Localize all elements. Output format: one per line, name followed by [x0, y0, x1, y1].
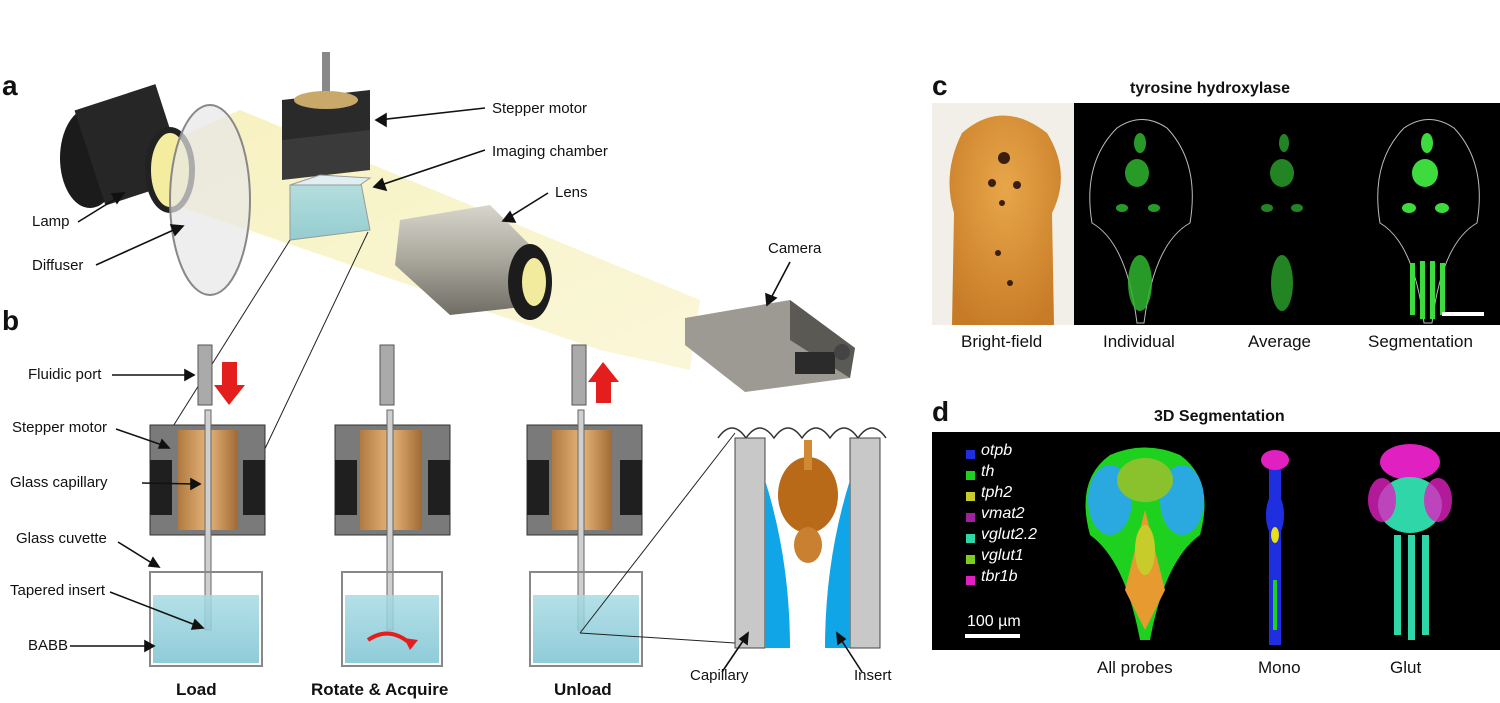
- label-insert: Insert: [854, 667, 892, 684]
- average-image: [1261, 134, 1303, 311]
- label-lens: Lens: [555, 184, 588, 201]
- label-tapered-insert: Tapered insert: [10, 582, 106, 599]
- label-stepper-motor-b: Stepper motor: [12, 419, 108, 436]
- legend-swatch-tbr1b: [966, 576, 975, 585]
- label-stepper-motor-a: Stepper motor: [492, 100, 588, 117]
- step-rotate-acquire: Rotate & Acquire: [311, 680, 449, 699]
- label-imaging-chamber: Imaging chamber: [492, 143, 608, 160]
- load-arrow-down-icon: [214, 362, 245, 405]
- legend-swatch-th: [966, 471, 975, 480]
- scale-bar-c: [1442, 312, 1484, 316]
- panel-a-letter: a: [2, 70, 18, 101]
- all-probes-rendering: [1085, 447, 1205, 640]
- unload-arrow-up-icon: [588, 362, 619, 403]
- panel-d-letter: d: [932, 396, 950, 427]
- label-diffuser: Diffuser: [32, 257, 84, 274]
- label-camera: Camera: [768, 240, 822, 257]
- glut-rendering: [1368, 444, 1452, 640]
- setup-illustration: [60, 52, 887, 673]
- mono-rendering: [1261, 450, 1289, 645]
- legend-swatch-tph2: [966, 492, 975, 501]
- legend-vglut1: vglut1: [981, 547, 1024, 564]
- caption-all-probes: All probes: [1097, 658, 1173, 677]
- legend-tbr1b: tbr1b: [981, 568, 1018, 585]
- label-glass-cuvette: Glass cuvette: [16, 530, 107, 547]
- label-lamp: Lamp: [32, 213, 70, 230]
- larva-specimen: [778, 457, 838, 533]
- holder-rotate: [334, 344, 451, 667]
- legend-tph2: tph2: [981, 484, 1013, 501]
- step-unload: Unload: [554, 680, 612, 699]
- caption-average: Average: [1248, 332, 1312, 351]
- camera-icon: [685, 300, 855, 392]
- caption-segmentation: Segmentation: [1368, 332, 1473, 351]
- scale-bar-label: 100 µm: [967, 613, 1021, 630]
- panel-c-letter: c: [932, 70, 948, 101]
- panel-d-title: 3D Segmentation: [1154, 408, 1285, 425]
- stepper-motor-icon: [282, 52, 370, 180]
- legend-vglut2-2: vglut2.2: [981, 526, 1038, 543]
- panel-d-renderings: [1085, 444, 1452, 645]
- diffuser-icon: [169, 104, 251, 296]
- caption-glut: Glut: [1390, 658, 1422, 677]
- label-capillary: Capillary: [690, 667, 749, 684]
- panel-b-letter: b: [2, 305, 20, 336]
- insert-detail: [717, 427, 887, 649]
- caption-mono: Mono: [1258, 658, 1301, 677]
- caption-individual: Individual: [1103, 332, 1175, 351]
- step-load: Load: [176, 680, 217, 699]
- imaging-chamber-icon: [289, 174, 372, 241]
- caption-bright-field: Bright-field: [961, 332, 1043, 351]
- panel-c-images: [932, 103, 1500, 325]
- individual-image: [1089, 119, 1193, 324]
- legend-otpb: otpb: [981, 442, 1013, 459]
- legend-swatch-otpb: [966, 450, 975, 459]
- legend-vmat2: vmat2: [981, 505, 1025, 522]
- label-babb: BABB: [28, 637, 69, 654]
- legend-th: th: [981, 463, 995, 480]
- legend-swatch-vmat2: [966, 513, 975, 522]
- lens-icon: [395, 205, 552, 320]
- segmentation-image: [1377, 119, 1484, 324]
- holder-unload: [526, 344, 643, 667]
- label-fluidic-port: Fluidic port: [28, 366, 102, 383]
- legend-swatch-vglut2-2: [966, 534, 975, 543]
- panel-c-title: tyrosine hydroxylase: [1130, 80, 1291, 97]
- holder-load: [149, 344, 266, 667]
- label-glass-capillary: Glass capillary: [10, 474, 108, 491]
- scale-bar-d: [965, 634, 1020, 638]
- legend-swatch-vglut1: [966, 555, 975, 564]
